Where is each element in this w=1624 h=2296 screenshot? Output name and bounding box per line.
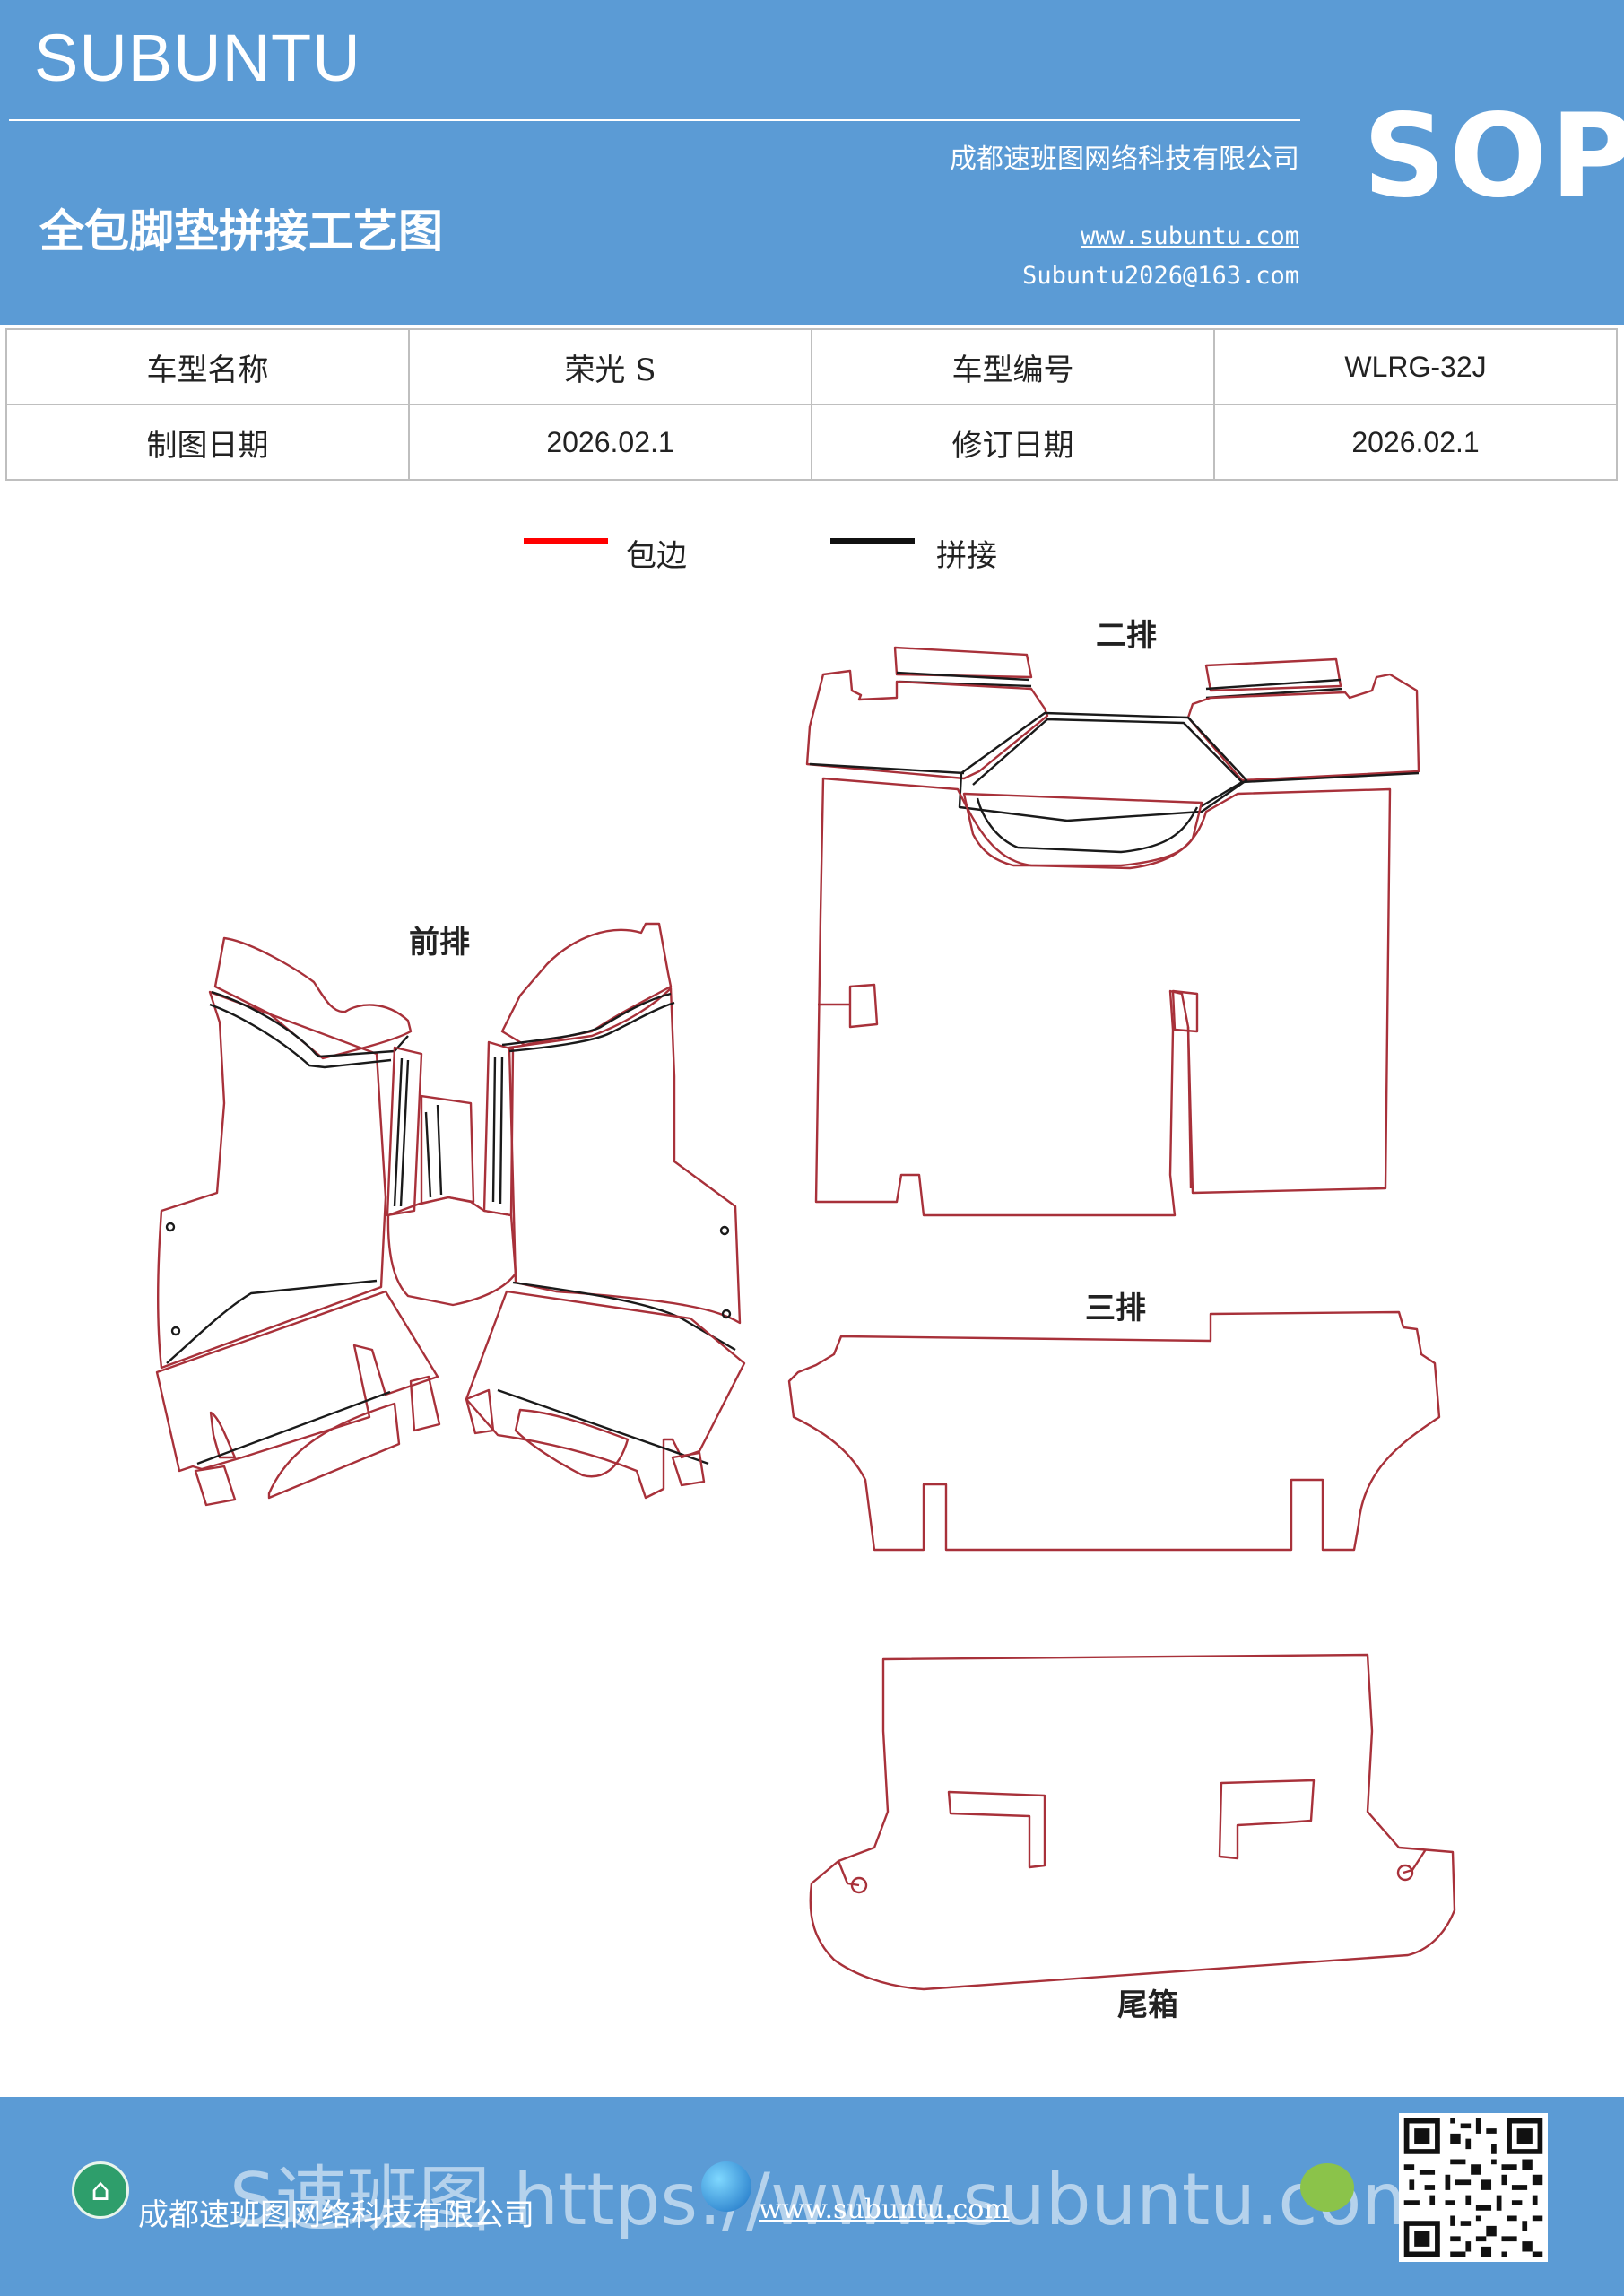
legend: 包边 拼接: [524, 531, 1062, 574]
table-row: 车型名称 荣光 S 车型编号 WLRG-32J: [5, 328, 1618, 405]
globe-icon: [701, 2161, 751, 2212]
brand-logo-text: SUBUNTU: [34, 21, 361, 95]
trunk-mat: [809, 1653, 1456, 1991]
label-trunk: 尾箱: [1117, 1987, 1178, 2023]
legend-seam-swatch: [830, 538, 915, 544]
label-third-row: 三排: [1085, 1291, 1146, 1326]
second-row-mat: [805, 646, 1420, 1217]
table-row: 制图日期 2026.02.1 修订日期 2026.02.1: [5, 404, 1618, 481]
company-logo-icon: ⌂: [72, 2161, 129, 2219]
front-center-strips: [386, 1040, 517, 1307]
header-divider: [9, 119, 1300, 121]
footer-company-name: 成都速班图网络科技有限公司: [138, 2197, 534, 2233]
website-link[interactable]: www.subuntu.com: [1081, 222, 1299, 250]
label-front-row: 前排: [409, 925, 470, 961]
label-second-row: 二排: [1096, 618, 1157, 654]
front-right-mat: [465, 922, 746, 1500]
legend-seam-label: 拼接: [936, 538, 997, 574]
header-banner: [0, 0, 1624, 325]
wechat-icon: [1300, 2163, 1354, 2212]
company-name: 成都速班图网络科技有限公司: [950, 144, 1299, 175]
sop-badge: SOP: [1363, 90, 1624, 223]
info-table: 车型名称 荣光 S 车型编号 WLRG-32J 制图日期 2026.02.1 修…: [5, 328, 1618, 481]
front-left-mat: [155, 936, 441, 1507]
footer-url-watermark: S速班图 https://www.subuntu.com: [230, 2158, 1432, 2241]
model-code-label: 车型编号: [811, 328, 1215, 405]
draw-date-label: 制图日期: [5, 404, 410, 481]
third-row-mat: [787, 1310, 1441, 1552]
email-link[interactable]: Subuntu2026@163.com: [1022, 262, 1299, 290]
model-code-value: WLRG-32J: [1213, 328, 1618, 405]
footer-website-link[interactable]: www.subuntu.com: [759, 2194, 1010, 2225]
draw-date-value: 2026.02.1: [408, 404, 812, 481]
revise-date-value: 2026.02.1: [1213, 404, 1618, 481]
model-name-label: 车型名称: [5, 328, 410, 405]
document-title: 全包脚垫拼接工艺图: [39, 204, 443, 257]
model-name-value: 荣光 S: [408, 328, 812, 405]
mat-pattern-drawing: 前排 二排 三排 尾箱: [155, 618, 1456, 2023]
revise-date-label: 修订日期: [811, 404, 1215, 481]
qr-code-image: [1399, 2113, 1548, 2262]
legend-edge-swatch: [524, 538, 608, 544]
footer-banner: [0, 2097, 1624, 2296]
legend-edge-label: 包边: [626, 538, 687, 574]
